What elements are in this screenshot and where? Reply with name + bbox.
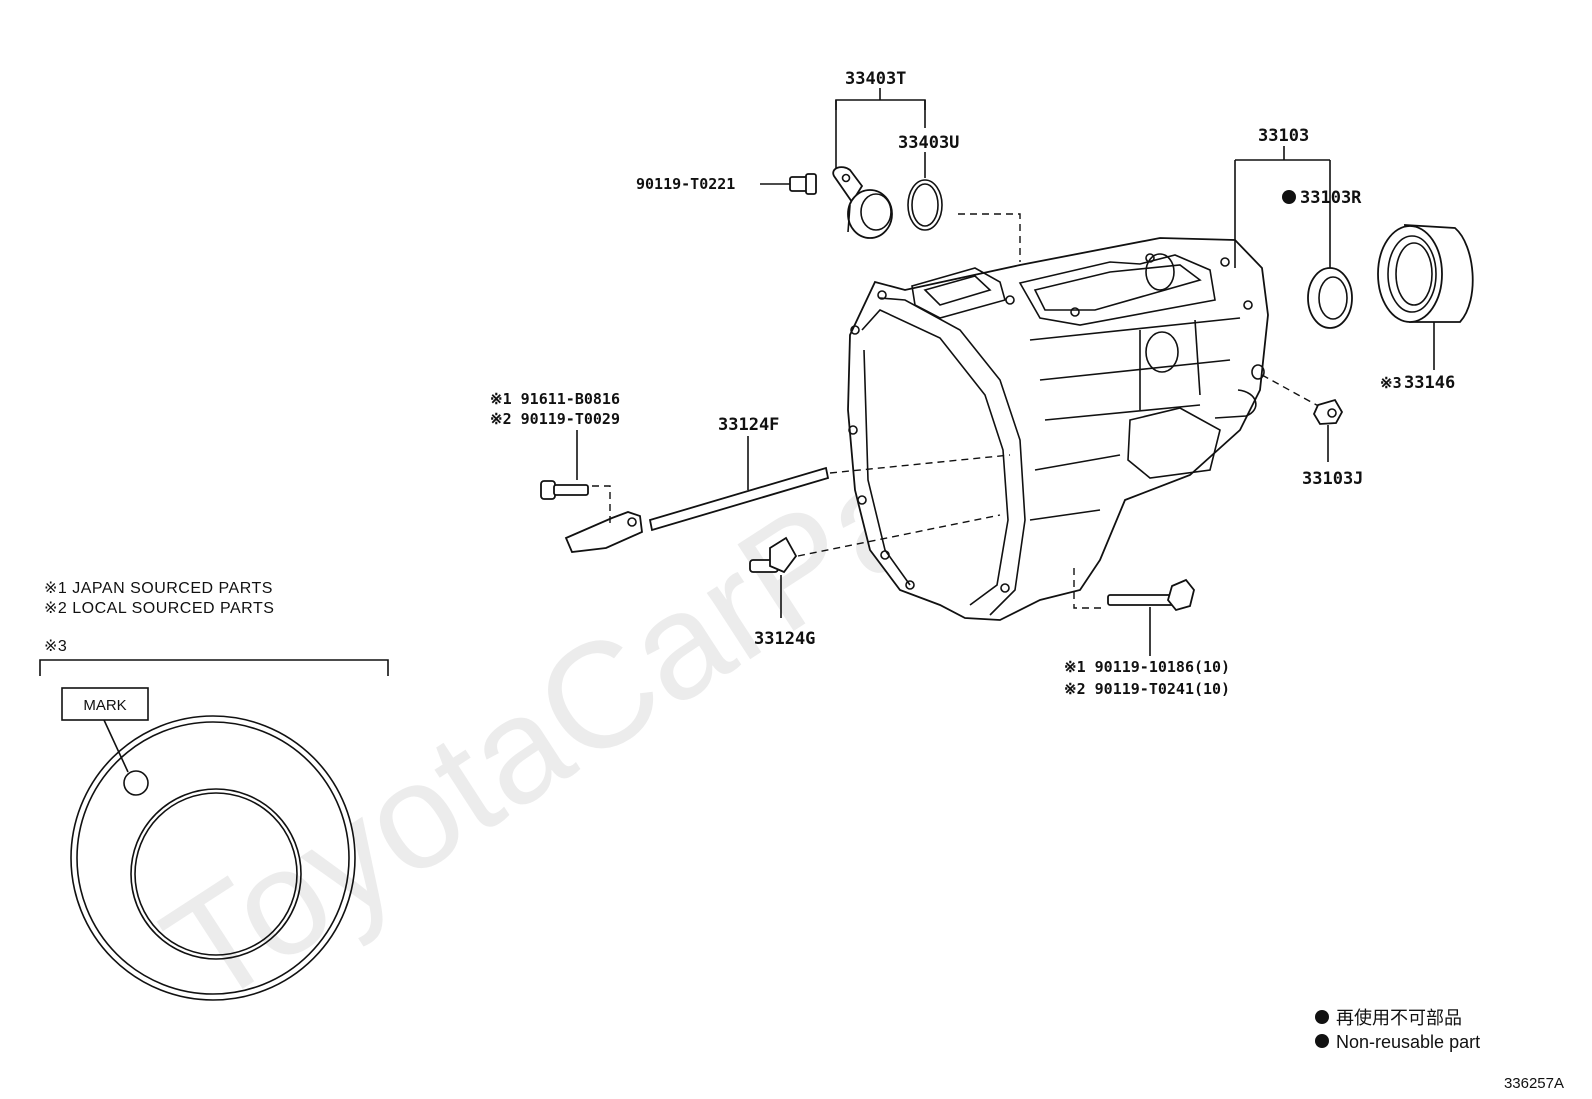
legend: 再使用不可部品 Non-reusable part (1315, 1008, 1480, 1052)
oring-33403U (907, 179, 943, 231)
legend-jp: 再使用不可部品 (1336, 1008, 1462, 1028)
part-33403T-group: 33403T (835, 69, 926, 176)
note-japan-sourced: ※1 JAPAN SOURCED PARTS (44, 580, 273, 597)
bolt-b (1107, 578, 1195, 612)
part-label-33103R[interactable]: 33103R (1300, 188, 1362, 208)
part-label-bolt-b-2[interactable]: ※2 90119-T0241(10) (1064, 680, 1230, 698)
legend-non-reusable-icon-2 (1315, 1034, 1329, 1048)
transmission-case (847, 237, 1269, 621)
part-label-33124F[interactable]: 33124F (718, 415, 779, 435)
pivot-33124G (749, 536, 798, 574)
part-label-90119-T0221[interactable]: 90119-T0221 (636, 175, 735, 193)
part-label-33124G[interactable]: 33124G (754, 629, 815, 649)
part-label-bolt-a-2[interactable]: ※2 90119-T0029 (490, 410, 620, 428)
legend-non-reusable-icon (1315, 1010, 1329, 1024)
mark-label: MARK (83, 697, 126, 714)
bearing-33146 (1377, 224, 1474, 323)
plug-33103J (1312, 398, 1344, 425)
part-label-bolt-b-1[interactable]: ※1 90119-10186(10) (1064, 658, 1230, 676)
bolt-90119-T0221 (789, 173, 817, 195)
oil-seal-33103R (1307, 267, 1353, 329)
note-local-sourced: ※2 LOCAL SOURCED PARTS (44, 600, 274, 617)
mark-detail: MARK (61, 687, 356, 1001)
figure-id: 336257A (1504, 1075, 1564, 1092)
mark-dot-icon (123, 770, 149, 796)
part-label-33403T[interactable]: 33403T (845, 69, 906, 89)
bolt-a (540, 480, 589, 500)
note-3-label: ※3 (44, 638, 67, 655)
part-label-33146[interactable]: 33146 (1404, 373, 1455, 393)
part-label-33403U[interactable]: 33403U (898, 133, 959, 153)
part-label-33103J[interactable]: 33103J (1302, 469, 1363, 489)
part-label-bolt-a-1[interactable]: ※1 91611-B0816 (490, 390, 620, 408)
non-reusable-icon (1282, 190, 1296, 204)
legend-en: Non-reusable part (1336, 1032, 1480, 1052)
detail-bracket (39, 659, 389, 676)
sleeve-33403T (832, 166, 893, 239)
part-label-33103[interactable]: 33103 (1258, 126, 1309, 146)
shift-rod-33124F (564, 466, 830, 553)
part-label-33146-prefix: ※3 (1380, 374, 1402, 392)
